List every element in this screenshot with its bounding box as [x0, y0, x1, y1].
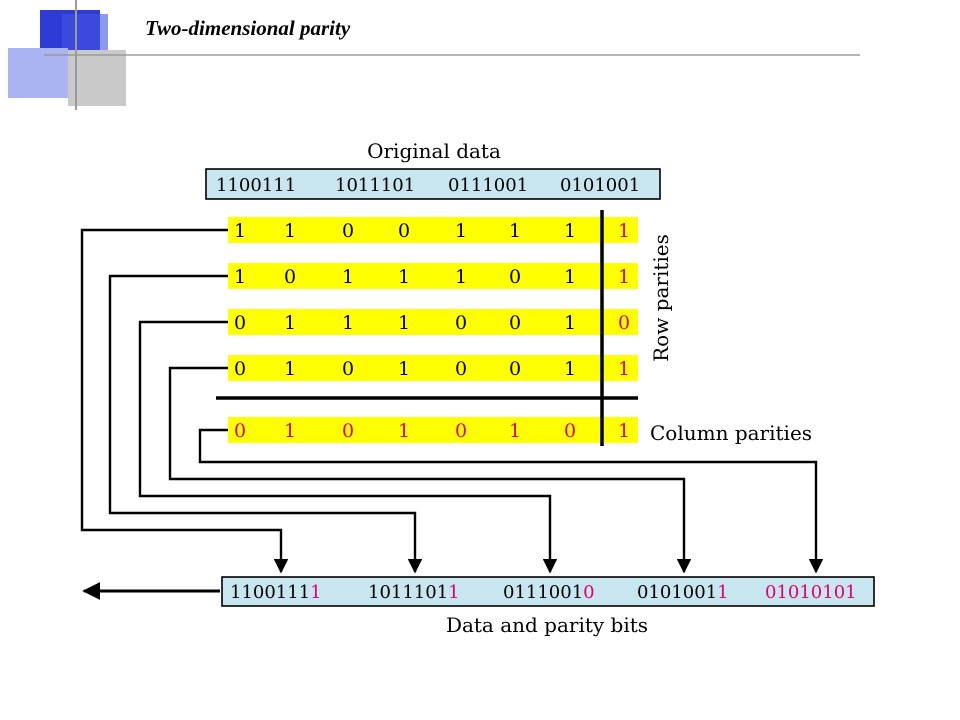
data-bit: 0 [455, 420, 467, 442]
data-bit: 0 [342, 358, 354, 380]
row-highlight [228, 263, 638, 289]
parity-bit: 1 [618, 358, 630, 380]
connector-row-3 [138, 320, 558, 574]
output-parity-bits: 01010101 [765, 582, 857, 603]
parity-bit: 0 [618, 312, 630, 334]
column-parities-label: Column parities [650, 421, 812, 445]
original-data-word: 0111001 [448, 175, 528, 196]
row-highlight [228, 417, 638, 443]
data-bit: 0 [564, 420, 576, 442]
data-bit: 0 [234, 312, 246, 334]
data-bit: 1 [284, 220, 296, 242]
deco-grey-square [68, 50, 126, 106]
data-bit: 1 [564, 266, 576, 288]
parity-bit: 1 [618, 420, 630, 442]
data-bit: 1 [398, 358, 410, 380]
data-bit: 0 [509, 266, 521, 288]
original-data-words: 1100111 1011101 0111001 0101001 [216, 175, 640, 196]
data-bit: 1 [234, 220, 246, 242]
deco-blue-shade [62, 14, 108, 52]
data-bit: 0 [284, 266, 296, 288]
data-bit: 1 [509, 420, 521, 442]
output-word: 11001111 [230, 582, 322, 603]
output-parity-bits: 0 [583, 582, 594, 603]
output-parity-bits: 1 [448, 582, 459, 603]
data-bit: 1 [234, 266, 246, 288]
output-data-bits: 1011101 [368, 582, 448, 603]
data-bit: 0 [509, 358, 521, 380]
data-bit: 1 [284, 358, 296, 380]
output-label: Data and parity bits [446, 613, 648, 637]
data-bit: 1 [342, 266, 354, 288]
data-bit: 0 [234, 358, 246, 380]
data-bit: 0 [455, 358, 467, 380]
connector-row-1 [80, 228, 289, 574]
row-highlight [228, 217, 638, 243]
output-word: 01010011 [637, 582, 729, 603]
output-word: 10111011 [368, 582, 460, 603]
output-data-bits: 0101001 [637, 582, 717, 603]
data-bit: 1 [564, 220, 576, 242]
data-bit: 1 [398, 266, 410, 288]
output-data-bits: 1100111 [230, 582, 310, 603]
data-bit: 0 [398, 220, 410, 242]
data-bit: 0 [342, 420, 354, 442]
data-bit: 0 [234, 420, 246, 442]
connector-row-2 [108, 274, 423, 574]
original-data-word: 1100111 [216, 175, 296, 196]
data-bit: 1 [509, 220, 521, 242]
matrix-row: 1 0 1 1 1 0 1 1 [228, 263, 638, 289]
matrix-row: 1 1 0 0 1 1 1 1 [228, 217, 638, 243]
output-parity-bits: 1 [310, 582, 321, 603]
matrix-row: 0 1 0 1 0 0 1 1 [228, 355, 638, 381]
original-data-word: 0101001 [560, 175, 640, 196]
parity-bit: 1 [618, 266, 630, 288]
output-parity-bits: 1 [717, 582, 728, 603]
connector-lines [80, 228, 824, 574]
original-data-box [205, 168, 661, 200]
data-bit: 1 [398, 420, 410, 442]
original-data-label: Original data [367, 139, 501, 163]
data-bit: 1 [284, 312, 296, 334]
row-highlight [228, 309, 638, 335]
data-bit: 1 [342, 312, 354, 334]
data-bit: 1 [564, 312, 576, 334]
slide-title: Two-dimensional parity [145, 16, 351, 40]
parity-bit: 1 [618, 220, 630, 242]
original-data-word: 1011101 [335, 175, 415, 196]
row-highlight [228, 355, 638, 381]
data-bit: 1 [455, 266, 467, 288]
output-data-bits: 0111001 [503, 582, 583, 603]
data-bit: 0 [342, 220, 354, 242]
data-bit: 1 [284, 420, 296, 442]
output-word: 01010101 [765, 582, 857, 603]
connector-row-4 [168, 366, 692, 574]
data-bit: 0 [509, 312, 521, 334]
data-bit: 1 [564, 358, 576, 380]
parity-matrix: 1 1 0 0 1 1 1 1 1 0 1 1 1 0 1 1 0 1 1 1 0 0 1 0 0 1 0 1 0 0 1 1 0 1 0 1 0 1 0 1 [228, 217, 638, 443]
connector-column-parity [198, 428, 824, 574]
output-box [221, 576, 875, 607]
row-parities-label: Row parities [649, 234, 673, 362]
data-bit: 0 [455, 312, 467, 334]
deco-light-blue-square [8, 48, 68, 98]
data-bit: 1 [398, 312, 410, 334]
output-word: 01110010 [503, 582, 595, 603]
matrix-row: 0 1 1 1 0 0 1 0 [228, 309, 638, 335]
column-parity-row: 0 1 0 1 0 1 0 1 [228, 417, 638, 443]
data-bit: 1 [455, 220, 467, 242]
